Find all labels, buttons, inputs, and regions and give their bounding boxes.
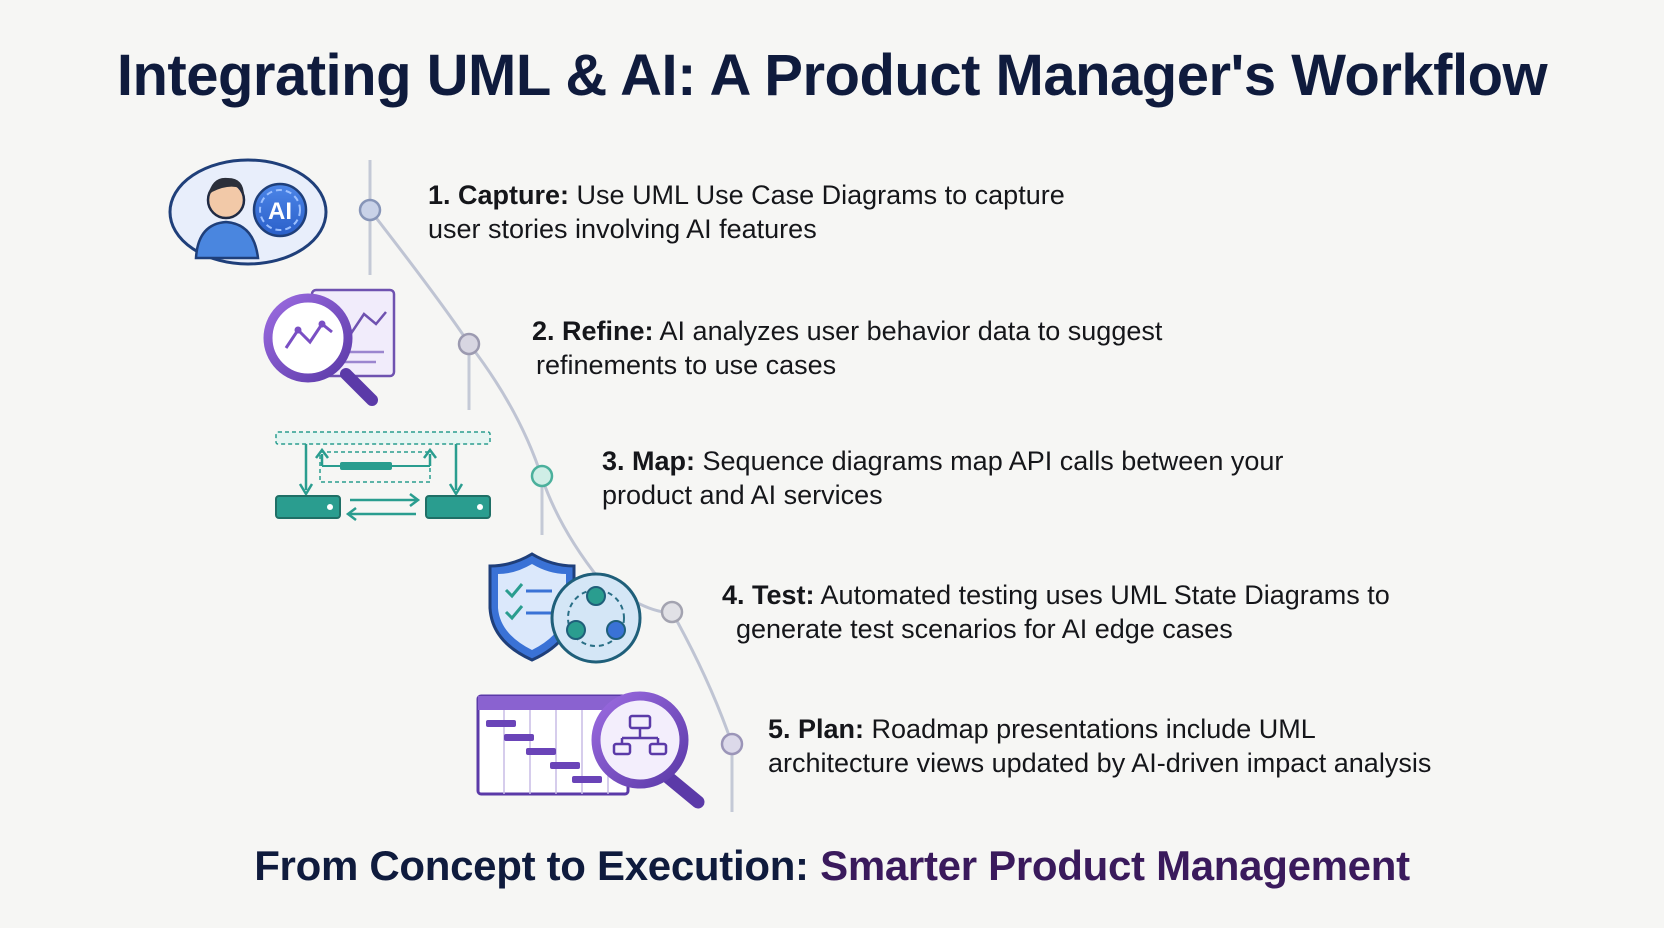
page-title: Integrating UML & AI: A Product Manager'… [116,43,1548,108]
timeline [358,160,744,812]
timeline-node-5 [720,732,744,756]
timeline-node-1 [358,198,382,222]
step-refine-head: 2. Refine: [532,316,654,346]
user-ai-icon: AI [168,158,328,266]
step-plan-line2: architecture views updated by AI-driven … [768,748,1432,778]
step-test-head: 4. Test: [722,580,815,610]
step-capture-line2: user stories involving AI features [428,214,817,244]
step-refine-line1: AI analyzes user behavior data to sugges… [659,316,1163,346]
analytics-magnifier-icon [263,288,396,406]
step-map-line1: Sequence diagrams map API calls between … [702,446,1284,476]
roadmap-gantt-icon [476,691,705,809]
timeline-node-3 [530,464,554,488]
footer-tagline: From Concept to Execution: Smarter Produ… [0,842,1664,890]
step-plan: 5. Plan: Roadmap presentations include U… [768,712,1431,780]
footer-lead: From Concept to Execution: [254,842,821,889]
step-plan-line1: Roadmap presentations include UML [871,714,1316,744]
step-capture-head: 1. Capture: [428,180,570,210]
step-refine: 2. Refine: AI analyzes user behavior dat… [532,314,1162,382]
timeline-node-2 [457,332,481,356]
timeline-node-4 [660,600,684,624]
sequence-diagram-icon [275,431,491,521]
step-capture: 1. Capture: Use UML Use Case Diagrams to… [428,178,1065,246]
footer-accent: Smarter Product Management [820,842,1410,889]
step-refine-line2: refinements to use cases [536,350,837,380]
step-test: 4. Test: Automated testing uses UML Stat… [722,578,1390,646]
step-map-line2: product and AI services [602,480,883,510]
step-capture-line1: Use UML Use Case Diagrams to capture [576,180,1065,210]
step-map-head: 3. Map: [602,446,696,476]
ai-badge-text: AI [268,198,292,225]
step-test-line2: generate test scenarios for AI edge case… [736,614,1233,644]
step-map: 3. Map: Sequence diagrams map API calls … [602,444,1283,512]
step-test-line1: Automated testing uses UML State Diagram… [820,580,1390,610]
shield-test-icon [488,552,642,664]
step-plan-head: 5. Plan: [768,714,865,744]
